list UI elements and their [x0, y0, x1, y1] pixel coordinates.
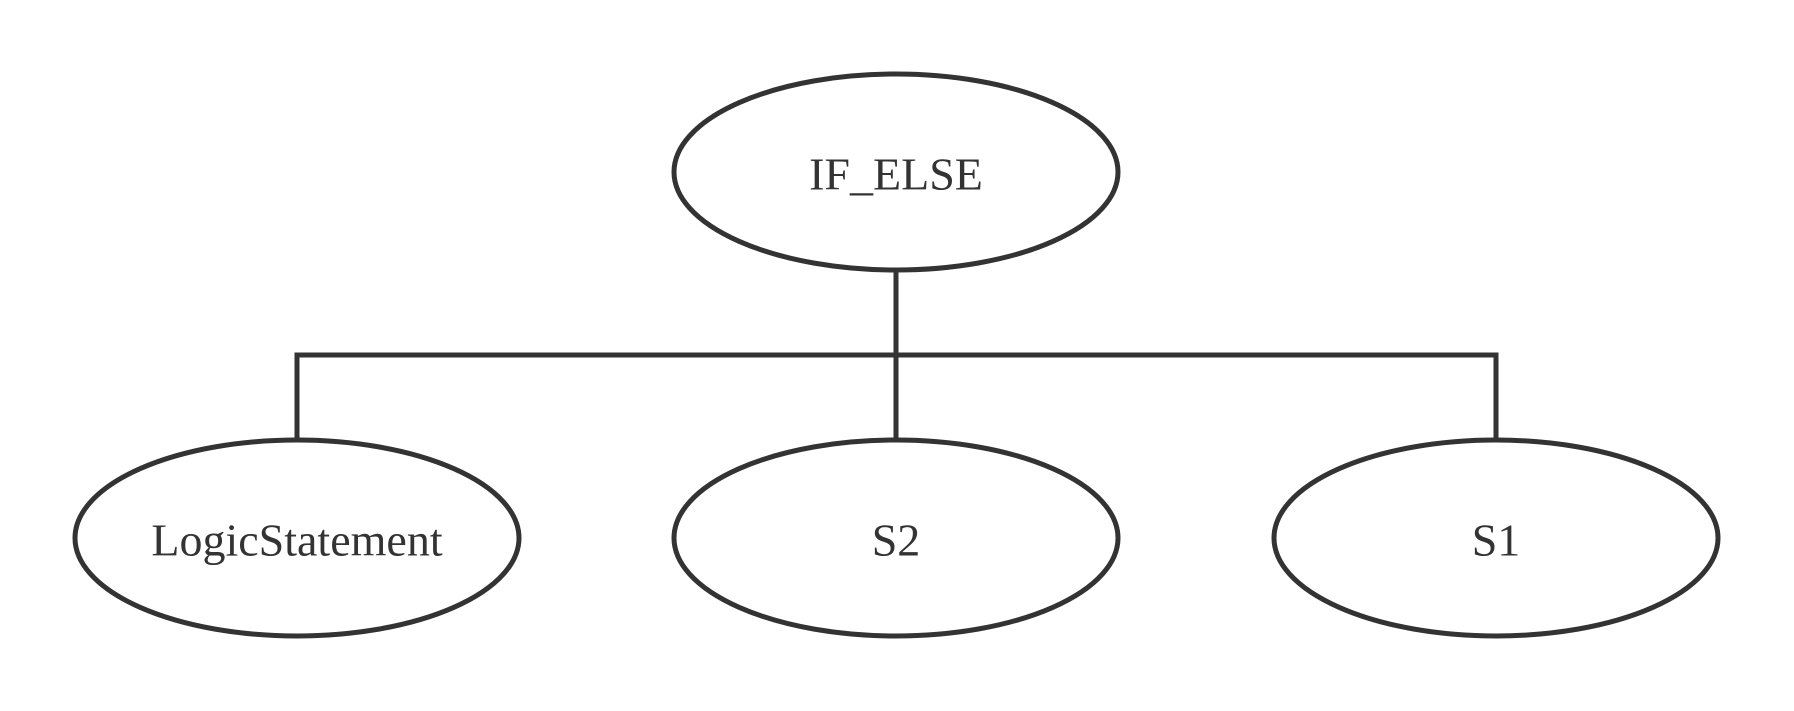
node-s2-label: S2 [872, 515, 921, 566]
node-s1-ellipse [1271, 437, 1721, 639]
node-s1-label: S1 [1472, 515, 1521, 566]
node-if-else: IF_ELSE [671, 71, 1121, 273]
node-s2-ellipse [671, 437, 1121, 639]
node-s2: S2 [671, 437, 1121, 639]
node-if-else-ellipse [671, 71, 1121, 273]
node-logicstatement-ellipse [72, 437, 522, 639]
node-logicstatement-label: LogicStatement [151, 515, 442, 566]
connector-lines [294, 267, 1499, 441]
node-if-else-label: IF_ELSE [809, 149, 983, 200]
node-logicstatement: LogicStatement [72, 437, 522, 639]
node-s1: S1 [1271, 437, 1721, 639]
